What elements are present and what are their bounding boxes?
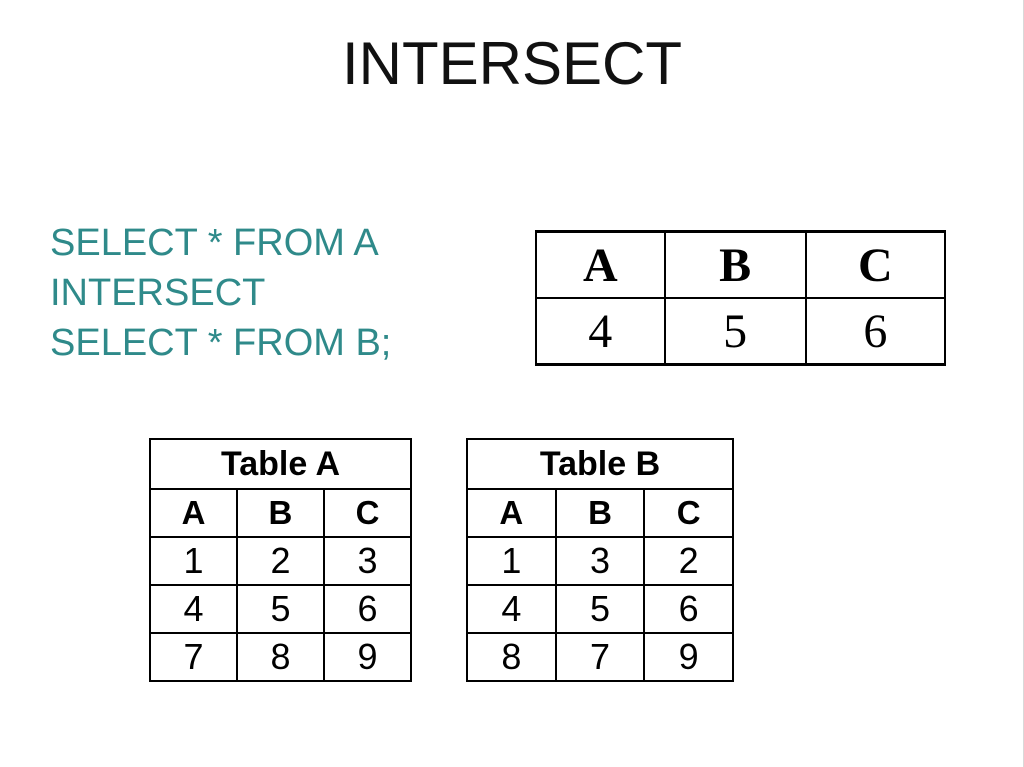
table-row: 1 3 2 bbox=[466, 536, 734, 586]
table-cell: 4 bbox=[466, 584, 557, 634]
column-header: A bbox=[535, 230, 666, 299]
sql-line: SELECT * FROM A bbox=[50, 222, 379, 264]
sql-line: SELECT * FROM B; bbox=[50, 322, 392, 364]
sql-query: SELECT * FROM A INTERSECT SELECT * FROM … bbox=[50, 218, 391, 368]
table-name: Table B bbox=[466, 438, 734, 490]
table-cell: 9 bbox=[322, 632, 413, 682]
column-header: B bbox=[663, 230, 807, 299]
table-title-row: Table A bbox=[149, 438, 412, 490]
table-row: 7 8 9 bbox=[149, 632, 413, 682]
table-cell: 7 bbox=[554, 632, 646, 682]
table-header-row: A B C bbox=[535, 230, 947, 299]
table-cell: 6 bbox=[322, 584, 413, 634]
column-header: B bbox=[235, 488, 325, 538]
table-row: 4 5 6 bbox=[535, 297, 947, 366]
table-cell: 1 bbox=[466, 536, 557, 586]
table-name: Table A bbox=[149, 438, 412, 490]
table-cell: 9 bbox=[643, 632, 734, 682]
table-row: 4 5 6 bbox=[149, 584, 413, 634]
table-cell: 8 bbox=[466, 632, 557, 682]
column-header: A bbox=[149, 488, 238, 538]
table-row: 1 2 3 bbox=[149, 536, 413, 586]
table-cell: 3 bbox=[322, 536, 413, 586]
table-title-row: Table B bbox=[466, 438, 734, 490]
table-b: Table B A B C 1 3 2 4 5 6 8 7 9 bbox=[466, 438, 734, 682]
table-cell: 5 bbox=[235, 584, 325, 634]
table-row: 8 7 9 bbox=[466, 632, 734, 682]
table-cell: 5 bbox=[663, 297, 807, 366]
table-cell: 7 bbox=[149, 632, 238, 682]
column-header: C bbox=[643, 488, 734, 538]
sql-line: INTERSECT bbox=[50, 272, 266, 314]
table-cell: 3 bbox=[554, 536, 646, 586]
table-cell: 6 bbox=[804, 297, 947, 366]
column-header: C bbox=[322, 488, 413, 538]
table-cell: 4 bbox=[535, 297, 666, 366]
result-table: A B C 4 5 6 bbox=[535, 230, 947, 366]
table-cell: 2 bbox=[643, 536, 734, 586]
table-cell: 2 bbox=[235, 536, 325, 586]
table-a: Table A A B C 1 2 3 4 5 6 7 8 9 bbox=[149, 438, 413, 682]
table-cell: 6 bbox=[643, 584, 734, 634]
table-header-row: A B C bbox=[149, 488, 413, 538]
table-cell: 5 bbox=[554, 584, 646, 634]
column-header: B bbox=[554, 488, 646, 538]
table-cell: 8 bbox=[235, 632, 325, 682]
column-header: A bbox=[466, 488, 557, 538]
table-header-row: A B C bbox=[466, 488, 734, 538]
table-row: 4 5 6 bbox=[466, 584, 734, 634]
column-header: C bbox=[804, 230, 947, 299]
table-cell: 1 bbox=[149, 536, 238, 586]
slide-title: INTERSECT bbox=[341, 30, 683, 97]
table-cell: 4 bbox=[149, 584, 238, 634]
